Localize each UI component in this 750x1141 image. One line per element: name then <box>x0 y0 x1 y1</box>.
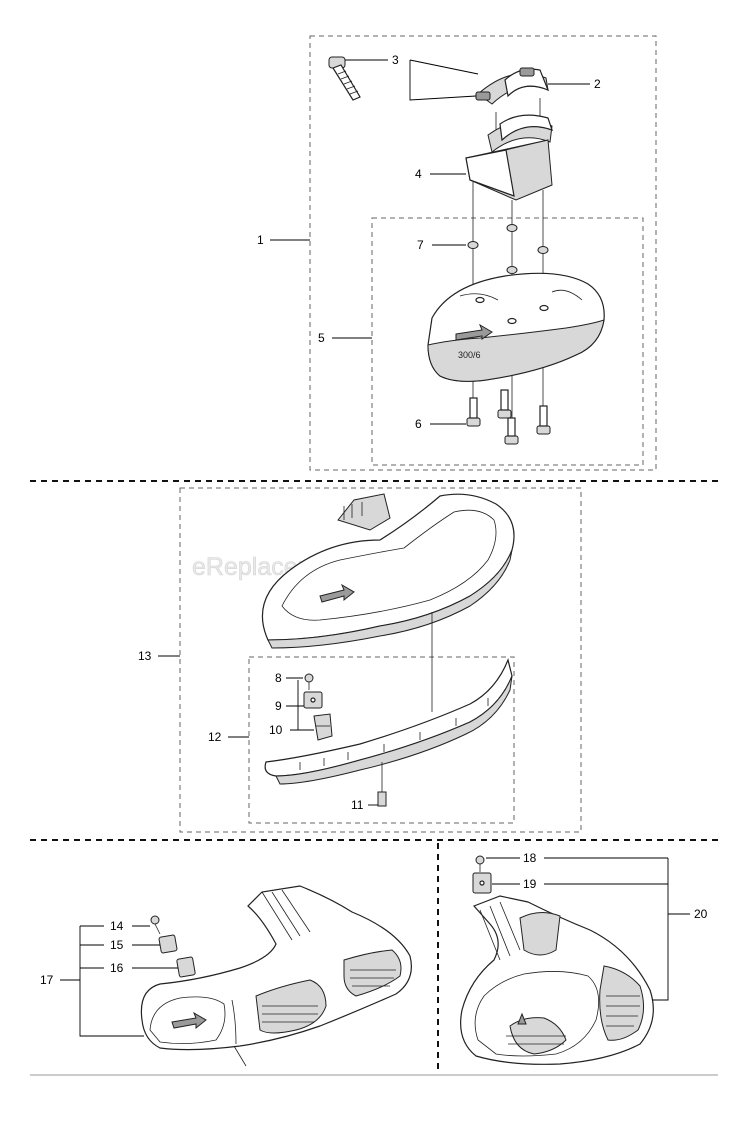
svg-text:1: 1 <box>257 233 264 247</box>
callout-12: 12 <box>208 730 249 744</box>
svg-text:16: 16 <box>110 961 124 975</box>
screw-part-14 <box>150 915 161 935</box>
guard-part-5: 300/6 <box>427 272 605 382</box>
svg-text:6: 6 <box>415 417 422 431</box>
svg-text:11: 11 <box>351 798 364 812</box>
callout-19: 19 <box>492 877 537 891</box>
callout-5: 5 <box>318 331 372 345</box>
callout-10: 10 <box>269 680 314 737</box>
callout-17: 17 <box>40 925 144 1037</box>
callout-2: 2 <box>548 77 601 91</box>
svg-text:19: 19 <box>523 877 537 891</box>
svg-text:18: 18 <box>523 851 537 865</box>
screw-part-8 <box>304 673 314 690</box>
callout-16: 16 <box>110 961 178 975</box>
svg-text:5: 5 <box>318 331 325 345</box>
clamp-part-2 <box>475 67 553 153</box>
assembly-box-5 <box>371 217 644 466</box>
svg-text:15: 15 <box>110 938 124 952</box>
svg-text:13: 13 <box>138 649 152 663</box>
washer-part-7 <box>467 224 549 274</box>
callout-1: 1 <box>257 233 310 247</box>
guard-part-20 <box>460 895 654 1065</box>
guard-part-17 <box>140 885 412 1067</box>
svg-text:3: 3 <box>392 53 399 67</box>
plate-part-19 <box>472 872 492 894</box>
svg-text:8: 8 <box>275 671 282 685</box>
callout-14: 14 <box>110 919 150 933</box>
guard-part-13 <box>261 493 515 649</box>
svg-text:7: 7 <box>417 238 424 252</box>
svg-text:10: 10 <box>269 723 283 737</box>
svg-text:14: 14 <box>110 919 124 933</box>
holder-part-4 <box>465 139 553 201</box>
screw-part-6 <box>466 389 551 445</box>
callout-9: 9 <box>275 699 304 713</box>
clip-part-10 <box>313 713 333 741</box>
callout-6: 6 <box>415 417 466 431</box>
svg-text:20: 20 <box>694 907 708 921</box>
screw-part-18 <box>475 855 485 872</box>
assembly-box-1 <box>309 35 657 471</box>
svg-text:17: 17 <box>40 973 54 987</box>
clip-part-16 <box>176 956 196 978</box>
svg-text:12: 12 <box>208 730 222 744</box>
callout-15: 15 <box>110 938 160 952</box>
callout-13: 13 <box>138 649 180 663</box>
callout-20: 20 <box>544 857 708 1001</box>
svg-text:2: 2 <box>594 77 601 91</box>
assembly-box-12 <box>248 656 515 824</box>
svg-text:4: 4 <box>415 167 422 181</box>
clip-part-11 <box>377 762 387 807</box>
callout-4: 4 <box>415 167 466 181</box>
screw-part-3 <box>328 56 361 101</box>
assembly-box-13 <box>179 487 582 833</box>
model-stamp: 300/6 <box>458 350 481 360</box>
callout-7: 7 <box>417 238 466 252</box>
svg-text:9: 9 <box>275 699 282 713</box>
plate-part-9 <box>303 691 323 709</box>
callout-18: 18 <box>486 851 537 865</box>
skirt-part-12 <box>264 658 513 785</box>
callout-8: 8 <box>275 671 303 685</box>
plate-part-15 <box>158 934 178 954</box>
callout-11: 11 <box>351 798 378 812</box>
callout-3: 3 <box>345 53 479 101</box>
